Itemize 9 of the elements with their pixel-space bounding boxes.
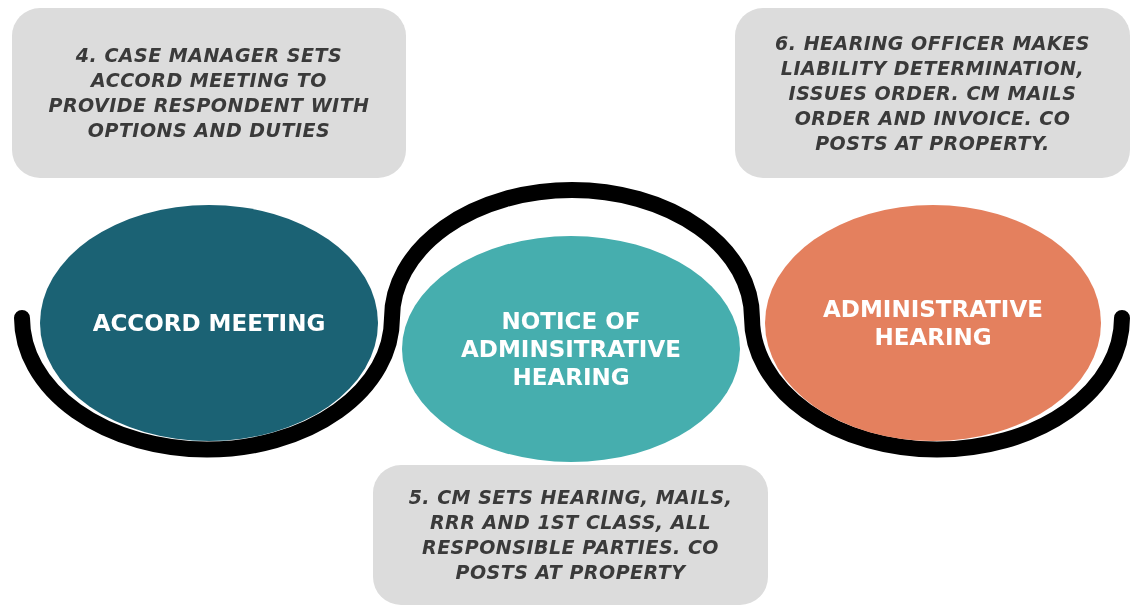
step-title: NOTICE OF ADMINSITRATIVE HEARING [460,307,682,391]
step-title: ADMINISTRATIVE HEARING [822,295,1044,351]
note-box [12,8,406,178]
note-box [373,465,768,605]
note-text: 5. CM SETS HEARING, MAILS, RRR AND 1ST CLASS, ALL RESPONSIBLE PARTIES. CO POSTS AT PROPERTY [407,485,734,585]
note-box [735,8,1130,178]
note-text: 6. HEARING OFFICER MAKES LIABILITY DETERMINATION, ISSUES ORDER. CM MAILS ORDER AND INVOICE. CO POSTS AT PROPERTY. [774,30,1091,156]
note-text: 4. CASE MANAGER SETS ACCORD MEETING TO PROVIDE RESPONDENT WITH OPTIONS AND DUTIES [47,43,371,143]
step-title: ACCORD MEETING [91,309,327,337]
